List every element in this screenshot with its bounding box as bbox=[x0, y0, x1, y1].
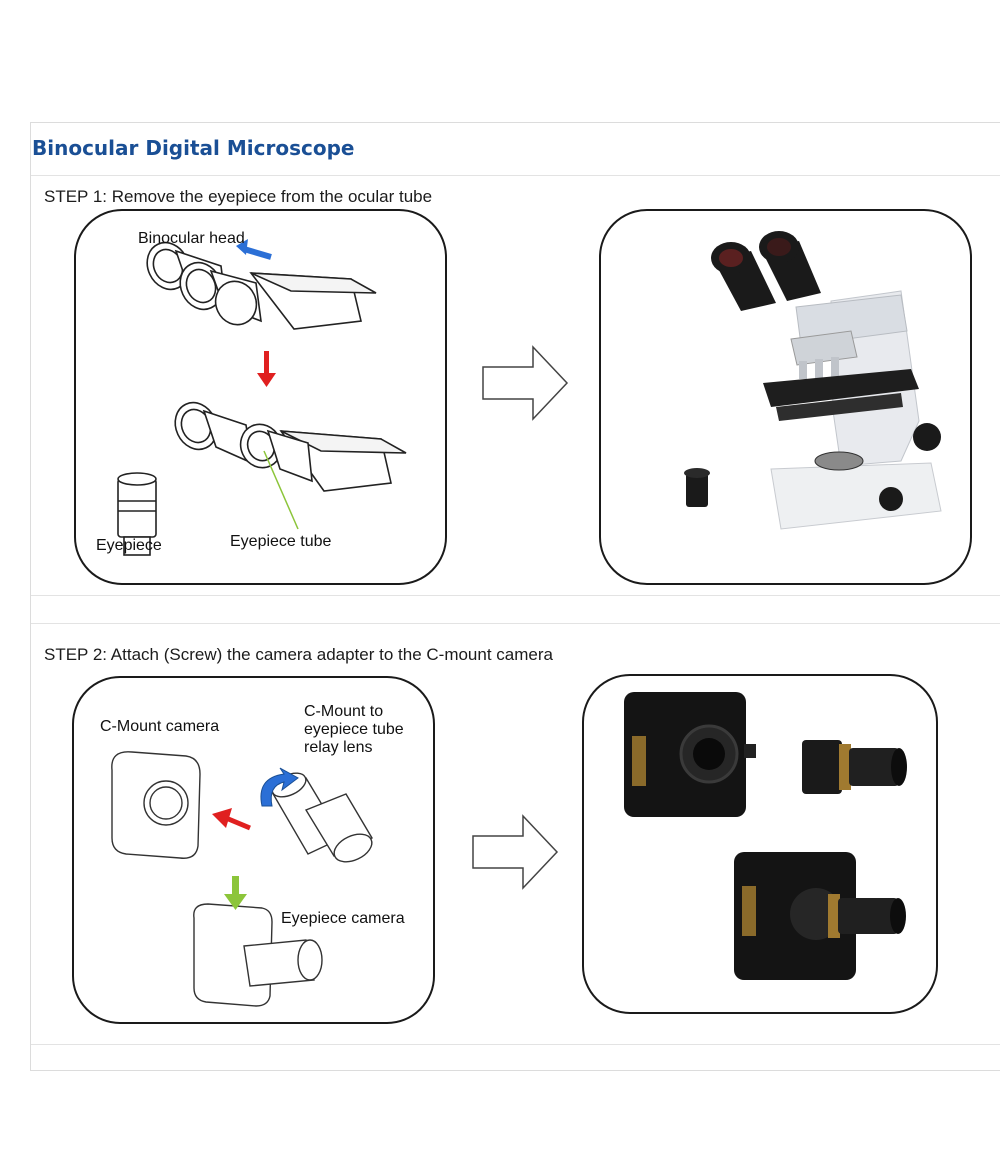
title-row: Binocular Digital Microscope bbox=[31, 123, 1000, 176]
step1-diagram: Binocular head Eyepiece Eyepiece tube bbox=[74, 209, 447, 585]
step1-heading: STEP 1: Remove the eyepiece from the ocu… bbox=[44, 187, 433, 206]
microscope-image bbox=[684, 231, 942, 530]
camera-adapter-drawing bbox=[111, 751, 373, 1007]
eyepiece-tube-label: Eyepiece tube bbox=[230, 533, 332, 550]
camera-products-image bbox=[624, 692, 907, 980]
step2-heading: STEP 2: Attach (Screw) the camera adapte… bbox=[44, 645, 553, 664]
red-arrow-icon-2 bbox=[212, 808, 251, 831]
relay-lens-label-2: eyepiece tube bbox=[304, 721, 404, 738]
binocular-head-label: Binocular head bbox=[138, 230, 245, 247]
step2-diagram: C-Mount camera C-Mount to eyepiece tube … bbox=[72, 676, 435, 1024]
step1-microscope-photo bbox=[599, 209, 972, 585]
relay-lens-label-1: C-Mount to bbox=[304, 703, 384, 720]
eyepiece-camera-label: Eyepiece camera bbox=[281, 910, 405, 927]
blue-arrow-icon bbox=[236, 239, 272, 260]
right-arrow-icon-2 bbox=[472, 814, 559, 890]
right-arrow-icon bbox=[482, 345, 569, 421]
eyepiece-label: Eyepiece bbox=[96, 537, 162, 554]
red-arrow-icon bbox=[257, 351, 276, 387]
step1-row: STEP 1: Remove the eyepiece from the ocu… bbox=[31, 175, 1000, 596]
page-title: Binocular Digital Microscope bbox=[32, 136, 355, 160]
c-mount-camera-label: C-Mount camera bbox=[100, 718, 220, 735]
row-spacer bbox=[31, 596, 1000, 624]
relay-lens-label-3: relay lens bbox=[304, 739, 373, 756]
rotate-arrow-icon bbox=[260, 767, 299, 807]
green-arrow-icon bbox=[224, 876, 247, 910]
binocular-head-drawing bbox=[117, 239, 407, 556]
content-panel: Binocular Digital Microscope STEP 1: Rem… bbox=[30, 122, 1000, 1071]
step2-row: STEP 2: Attach (Screw) the camera adapte… bbox=[31, 624, 1000, 1045]
step2-camera-photo bbox=[582, 674, 938, 1014]
